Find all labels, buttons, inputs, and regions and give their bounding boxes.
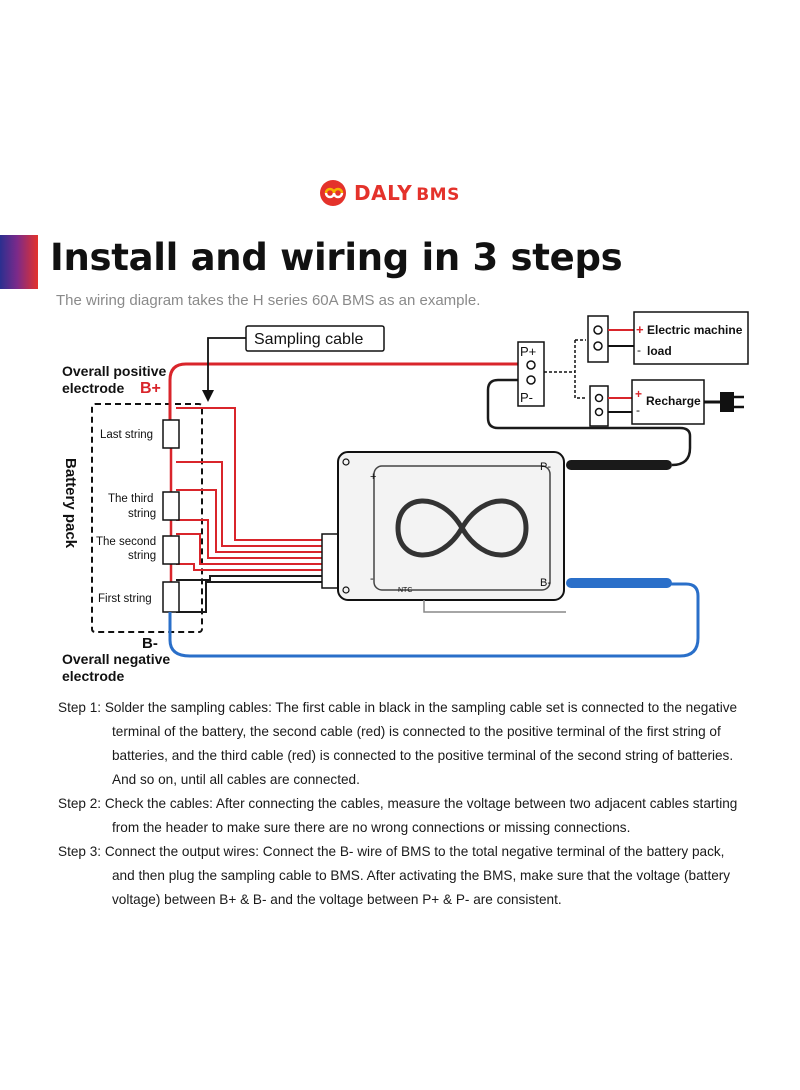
b-plus-label: B+ [140, 380, 161, 397]
daly-logo-icon [320, 180, 346, 206]
string-third-label-1: The third [108, 493, 153, 505]
b-minus-cable [566, 578, 672, 588]
string-second-label-1: The second [96, 536, 156, 548]
string-first-label: First string [98, 593, 152, 605]
bms-ntc-label: NTC [398, 587, 412, 594]
p-plus-label: P+ [520, 344, 536, 359]
string-third-label-2: string [128, 508, 156, 520]
plug-icon [704, 392, 744, 412]
svg-text:+: + [636, 322, 644, 337]
step-3: Step 3: Connect the output wires: Connec… [58, 844, 731, 907]
electric-machine-label: Electric machine [647, 323, 743, 337]
battery-pack-label: Battery pack [62, 458, 79, 549]
bms-b-minus-label: B- [540, 577, 551, 589]
string-second-label-2: string [128, 550, 156, 562]
recharge-label: Recharge [646, 394, 701, 408]
sampling-wires [176, 407, 322, 613]
svg-text:-: - [636, 403, 640, 417]
p-minus-cable [566, 460, 672, 470]
negative-label-1: Overall negative [62, 651, 170, 667]
sampling-cable-arrow [207, 337, 246, 392]
positive-label-2: electrode [62, 380, 124, 396]
page-title: Install and wiring in 3 steps [50, 236, 623, 279]
svg-text:+: + [635, 387, 642, 401]
b-plus-wire [168, 362, 518, 420]
svg-text:-: - [637, 343, 641, 357]
p-minus-label: P- [520, 390, 533, 405]
bms-board [337, 451, 565, 601]
steps-list: Step 1: Solder the sampling cables: The … [58, 696, 748, 912]
negative-label-2: electrode [62, 668, 124, 684]
step-1: Step 1: Solder the sampling cables: The … [58, 700, 738, 787]
load-terminal-block [587, 315, 609, 363]
p-terminal-block [517, 341, 545, 407]
infinity-icon [395, 498, 529, 558]
b-minus-wire [168, 582, 700, 658]
load-link [544, 339, 586, 399]
bms-p-minus-label: P- [540, 461, 551, 473]
svg-text:-: - [370, 573, 374, 585]
svg-text:+: + [370, 471, 376, 483]
accent-bar [0, 235, 38, 289]
recharge-terminal-block [589, 385, 609, 427]
page-subtitle: The wiring diagram takes the H series 60… [56, 292, 481, 309]
recharge-box [631, 379, 705, 425]
load-label: load [647, 344, 672, 358]
positive-label-1: Overall positive [62, 363, 166, 379]
sampling-cable-label: Sampling cable [254, 331, 364, 348]
battery-cells [162, 419, 180, 613]
string-last-label: Last string [100, 429, 153, 441]
b-minus-label: B- [142, 635, 158, 652]
p-minus-wire [486, 378, 692, 467]
battery-pack-box [91, 403, 203, 633]
step-2: Step 2: Check the cables: After connecti… [58, 796, 738, 835]
wiring-diagram: + - P- B- NTC P+ P- + Electric machine -… [62, 311, 749, 684]
electric-machine-box [633, 311, 749, 365]
ntc-wire [423, 600, 566, 613]
